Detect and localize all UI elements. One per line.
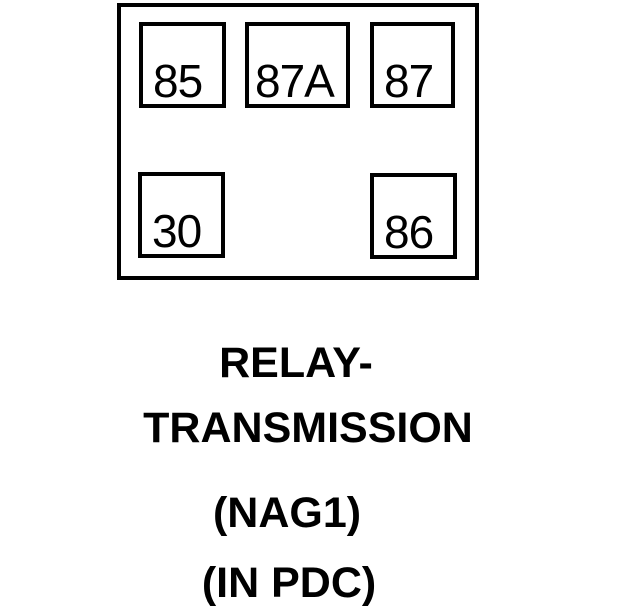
caption-line-in-pdc: (IN PDC): [201, 559, 377, 607]
caption-line-transmission: TRANSMISSION: [143, 404, 473, 452]
relay-pin-86: 86: [370, 173, 457, 259]
pin-87a-label: 87A: [255, 55, 335, 107]
relay-pin-87: 87: [370, 22, 455, 108]
relay-pin-85: 85: [139, 22, 226, 108]
relay-pin-87a: 87A: [245, 22, 350, 108]
relay-outline-box: 85 87A 87 30 86: [117, 3, 479, 280]
pin-85-label: 85: [153, 55, 203, 107]
pin-87-label: 87: [384, 55, 434, 107]
caption-line-relay: RELAY-: [219, 339, 373, 387]
pin-30-label: 30: [152, 205, 202, 257]
caption-line-nag1: (NAG1): [212, 489, 362, 537]
pin-86-label: 86: [384, 206, 434, 258]
relay-pin-30: 30: [138, 172, 225, 258]
